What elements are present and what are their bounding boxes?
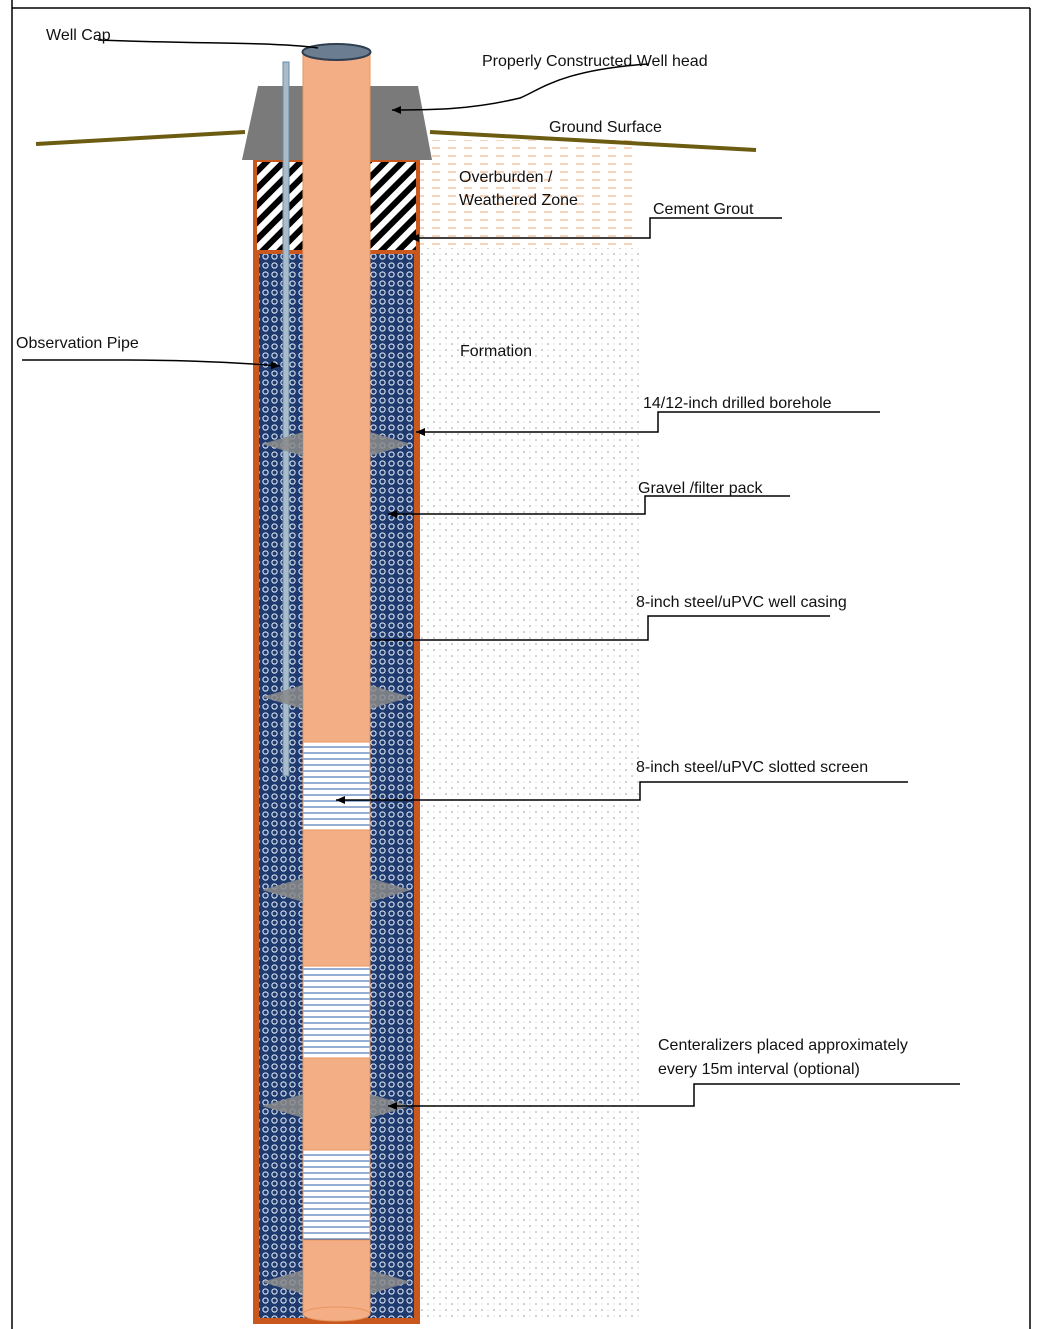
casing-leader	[370, 615, 830, 641]
overburden-label-line2: Weathered Zone	[459, 192, 578, 209]
centralizer-left	[262, 878, 303, 902]
centralizers-label-line1: Centeralizers placed approximately	[658, 1037, 908, 1054]
wellhead-leader	[391, 63, 649, 114]
centralizer-right	[370, 878, 411, 902]
cement-grout-leader	[410, 217, 782, 242]
overburden-label-line1: Overburden /	[459, 169, 553, 186]
slotted-screen-2	[302, 965, 371, 1059]
centralizer-right	[370, 685, 411, 709]
centralizer-right	[370, 1270, 411, 1294]
observation-pipe	[282, 61, 290, 777]
borehole-leader	[416, 411, 880, 436]
centralizers-label-line2: every 15m interval (optional)	[658, 1061, 860, 1078]
borehole-label: 14/12-inch drilled borehole	[643, 395, 832, 412]
centralizer-left	[262, 685, 303, 709]
well-cap-label: Well Cap	[46, 27, 111, 44]
formation-label: Formation	[460, 343, 532, 360]
centralizer-left	[262, 432, 303, 456]
well-cap	[301, 43, 372, 61]
cement-grout-label: Cement Grout	[653, 201, 754, 218]
slotted-screen-3	[302, 1149, 371, 1241]
well-casing-segment-2	[302, 829, 371, 967]
observation-pipe-label: Observation Pipe	[16, 335, 139, 352]
well-cap-leader	[97, 39, 319, 49]
ground-surface-left	[35, 130, 246, 146]
slotted-screen-leader	[336, 781, 908, 804]
centralizers-leader	[388, 1083, 960, 1110]
centralizer-left	[262, 1270, 303, 1294]
slotted-screen-1	[302, 741, 371, 831]
well-casing-segment-3	[302, 1057, 371, 1151]
centralizer-left	[262, 1094, 303, 1118]
ground-surface-label: Ground Surface	[549, 119, 662, 136]
gravel-pack-label: Gravel /filter pack	[638, 480, 763, 497]
well-casing-bottom	[302, 1239, 371, 1315]
ground-surface-right	[429, 130, 757, 152]
casing-bottom-end	[302, 1306, 371, 1322]
wellhead-label: Properly Constructed Well head	[482, 53, 708, 70]
centralizer-right	[370, 432, 411, 456]
formation-zone	[418, 248, 640, 1318]
well-casing-upper	[302, 51, 371, 743]
observation-pipe-leader	[22, 359, 281, 370]
overburden-zone	[418, 140, 640, 248]
slotted-screen-label: 8-inch steel/uPVC slotted screen	[636, 759, 868, 776]
casing-label: 8-inch steel/uPVC well casing	[636, 594, 847, 611]
gravel-pack-leader	[388, 495, 790, 518]
